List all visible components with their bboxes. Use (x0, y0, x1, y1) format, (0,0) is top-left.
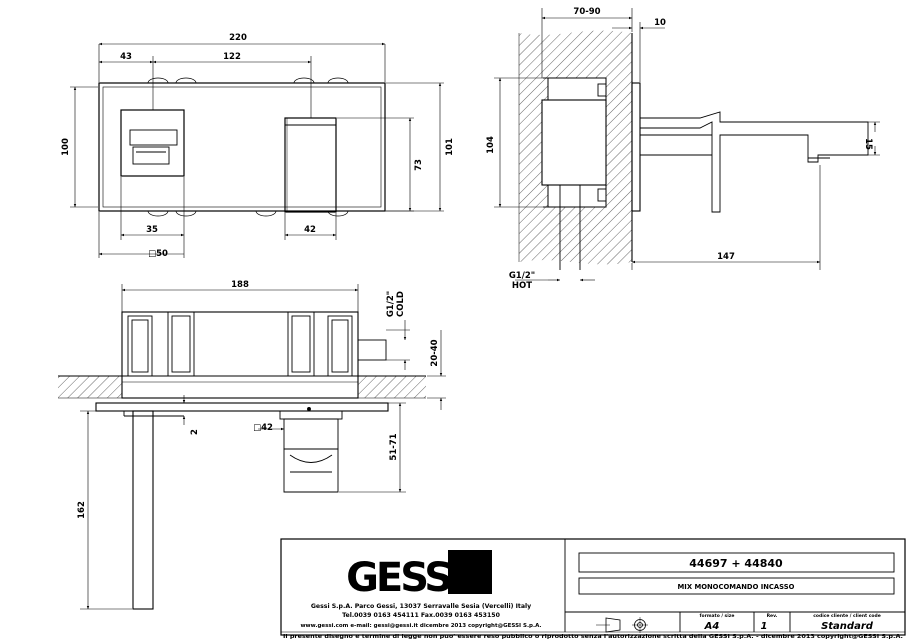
client-code-label: codice cliente / client code (813, 613, 881, 619)
rev-label: Rev. (767, 613, 778, 619)
projection-symbol-icon (596, 617, 648, 633)
format-value: A4 (704, 621, 720, 632)
dim-188: 188 (231, 280, 249, 290)
title-block (280, 538, 906, 636)
front-view (70, 42, 444, 258)
dim-162: 162 (77, 501, 87, 519)
rev-value: 1 (761, 621, 768, 632)
dim-51-71: 51-71 (389, 433, 399, 460)
product-code: 44697 + 44840 (689, 557, 783, 570)
dim-10: 10 (654, 18, 666, 28)
dim-square-50: □50 (148, 249, 168, 259)
dim-43: 43 (120, 52, 132, 62)
company-address: Gessi S.p.A. Parco Gessi, 13037 Serraval… (311, 603, 531, 610)
dim-100: 100 (61, 138, 71, 156)
product-description: MIX MONOCOMANDO INCASSO (678, 583, 795, 591)
title-block-text: GESSI Gessi S.p.A. Parco Gessi, 13037 Se… (283, 555, 903, 640)
dim-122: 122 (223, 52, 241, 62)
top-view-labels: 188 G1/2" COLD 20-40 2 □42 51-71 162 (77, 280, 440, 519)
front-view-labels: 220 43 122 100 101 73 35 □50 42 (61, 33, 455, 259)
dim-15: 15 (863, 138, 873, 150)
dim-220: 220 (229, 33, 247, 43)
cold-thread-label: G1/2" (386, 291, 396, 317)
dim-20-40: 20-40 (430, 339, 440, 366)
dim-2: 2 (190, 429, 200, 435)
top-view (58, 284, 446, 610)
copyright-disclaimer: Il presente disegno e termine di legge n… (283, 634, 903, 640)
cold-label: COLD (396, 291, 406, 317)
side-view (494, 8, 880, 282)
dim-70-90: 70-90 (573, 7, 600, 17)
side-view-labels: 70-90 10 104 15 147 G1/2" HOT (486, 7, 873, 291)
dim-42: 42 (304, 225, 316, 235)
logo-black-square (448, 550, 492, 594)
dim-73: 73 (414, 159, 424, 171)
company-phone: Tel.0039 0163 454111 Fax.0039 0163 45315… (342, 612, 500, 619)
company-web: www.gessi.com e-mail: gessi@gessi.it dic… (300, 623, 541, 629)
brand-logo: GESSI (346, 555, 462, 601)
hot-thread-label: G1/2" (509, 271, 535, 281)
dim-101: 101 (445, 138, 455, 156)
dim-104: 104 (486, 136, 496, 154)
dim-square-42: □42 (253, 423, 273, 433)
dim-147: 147 (717, 252, 735, 262)
dim-35: 35 (146, 225, 158, 235)
hot-label: HOT (512, 281, 532, 291)
format-label: formato / size (700, 613, 735, 619)
client-code-value: Standard (821, 621, 874, 632)
